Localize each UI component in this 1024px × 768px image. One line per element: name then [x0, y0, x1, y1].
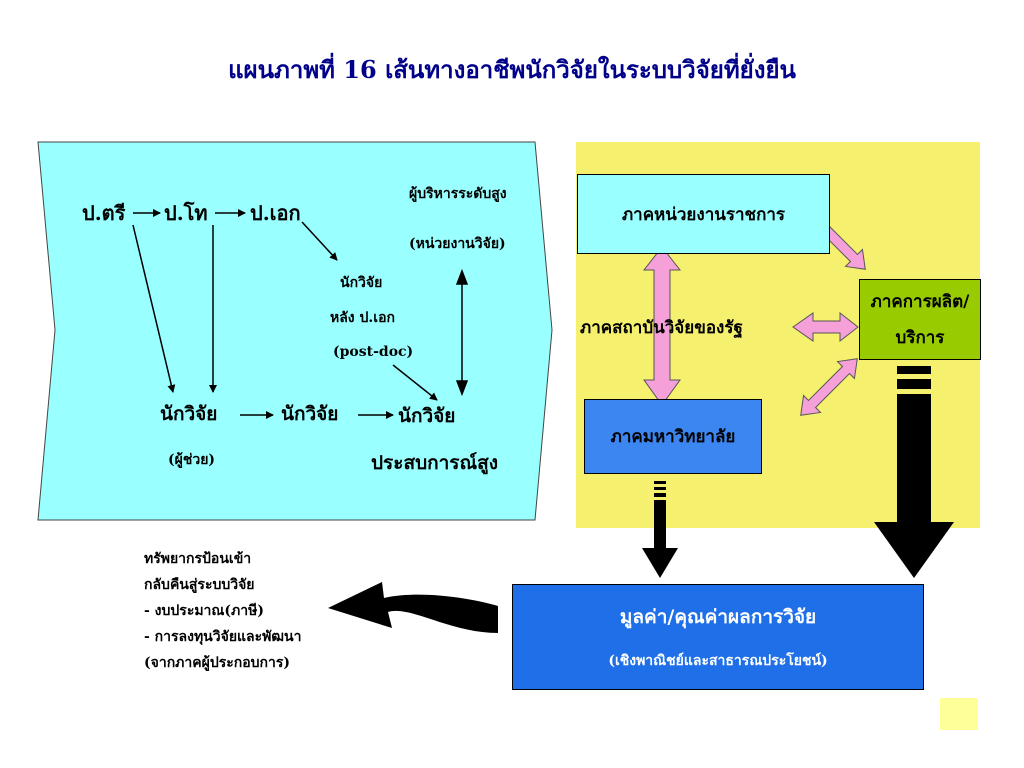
node-senior-exec-sub: (หน่วยงานวิจัย)	[409, 236, 506, 252]
node-experienced-sub: ประสบการณ์สูง	[371, 452, 499, 474]
node-postdoc-en: (post-doc)	[333, 344, 414, 360]
page-title: แผนภาพที่ 16 เส้นทางอาชีพนักวิจัยในระบบว…	[228, 55, 796, 84]
node-assistant: นักวิจัย	[160, 403, 218, 425]
node-assistant-sub: (ผู้ช่วย)	[168, 452, 216, 468]
node-experienced: นักวิจัย	[398, 405, 456, 427]
production-sector-label: ภาคการผลิต/	[870, 291, 970, 312]
node-phd: ป.เอก	[250, 201, 301, 225]
node-master: ป.โท	[164, 201, 208, 225]
research-value-box: มูลค่า/คุณค่าผลการวิจัย (เชิงพาณิชย์และส…	[512, 584, 924, 690]
research-value-label: มูลค่า/คุณค่าผลการวิจัย	[619, 606, 817, 628]
arrow-exec-experienced	[455, 268, 469, 397]
double-arrow-production-university	[800, 358, 858, 416]
production-sector-label-2: บริการ	[895, 327, 945, 348]
arrow-postdoc-experienced	[392, 364, 438, 401]
inputs-line-4: - การลงทุนวิจัยและพัฒนา	[144, 629, 302, 645]
arrow-bachelor-assistant	[132, 224, 176, 393]
government-sector-box: ภาคหน่วยงานราชการ	[577, 174, 830, 254]
inputs-line-3: - งบประมาณ(ภาษี)	[144, 603, 264, 619]
feedback-arrow	[328, 582, 498, 633]
node-postdoc-sub: หลัง ป.เอก	[330, 310, 395, 326]
node-researcher: นักวิจัย	[281, 403, 339, 425]
inputs-line-1: ทรัพยากรป้อนเข้า	[144, 551, 252, 567]
resource-inputs-list: ทรัพยากรป้อนเข้า กลับคืนสู่ระบบวิจัย - ง…	[144, 546, 301, 676]
arrow-phd-postdoc	[301, 221, 338, 261]
state-research-label: ภาคสถาบันวิจัยของรัฐ	[580, 318, 743, 338]
university-sector-box: ภาคมหาวิทยาลัย	[584, 399, 762, 474]
career-path-panel	[37, 141, 553, 521]
inputs-line-2: กลับคืนสู่ระบบวิจัย	[144, 577, 255, 593]
government-sector-label: ภาคหน่วยงานราชการ	[621, 204, 786, 225]
inputs-line-5: (จากภาคผู้ประกอบการ)	[144, 655, 291, 671]
university-sector-label: ภาคมหาวิทยาลัย	[610, 427, 736, 447]
double-arrow-state-production	[792, 311, 859, 343]
arrow-production-value	[874, 366, 954, 578]
production-sector-box: ภาคการผลิต/ บริการ	[859, 279, 981, 360]
arrow-university-value	[642, 481, 678, 578]
node-bachelor: ป.ตรี	[82, 201, 126, 225]
research-value-sub: (เชิงพาณิชย์และสาธารณประโยชน์)	[608, 653, 828, 669]
decorative-square	[940, 698, 978, 730]
node-senior-exec: ผู้บริหารระดับสูง	[409, 186, 507, 202]
node-postdoc: นักวิจัย	[340, 275, 383, 291]
